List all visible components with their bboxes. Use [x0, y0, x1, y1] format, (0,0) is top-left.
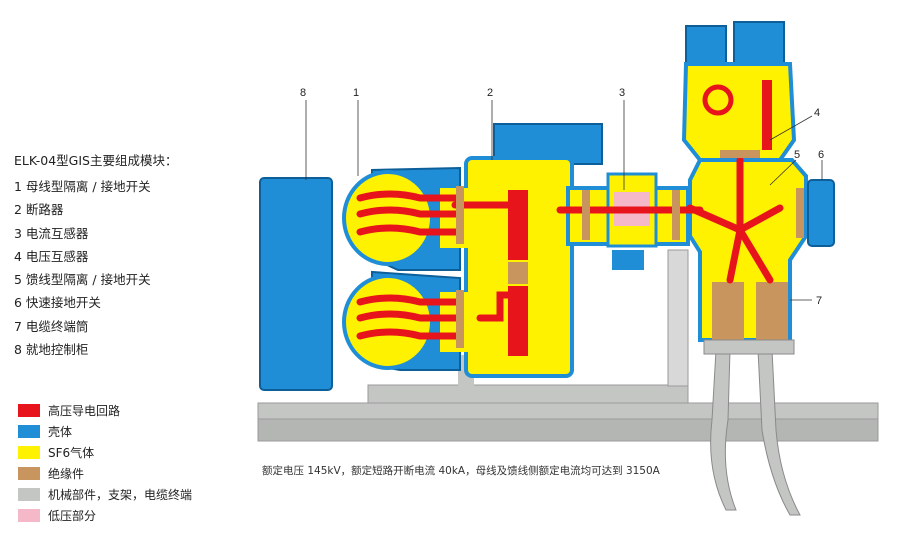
legend-swatch — [18, 488, 40, 501]
legend-item: 壳体 — [18, 421, 192, 442]
cable-box-base — [703, 339, 795, 355]
fast-earth-switch — [807, 179, 835, 247]
module-item: 4 电压互感器 — [14, 248, 89, 264]
base-plinth — [257, 418, 879, 442]
module-item: 5 馈线型隔离 / 接地开关 — [14, 272, 151, 288]
legend-label: 机械部件，支架，电缆终端 — [48, 488, 193, 502]
cable-right — [757, 349, 801, 516]
callout-6: 6 — [818, 149, 824, 161]
modules-title: ELK-04型GIS主要组成模块： — [14, 153, 178, 168]
callout-1: 1 — [353, 87, 359, 99]
callout-numbers: 8 1 2 3 4 5 6 7 — [300, 87, 824, 307]
legend-swatch — [18, 404, 40, 417]
control-cabinet — [259, 177, 333, 391]
legend-label: 高压导电回路 — [48, 404, 121, 418]
legend-swatch — [18, 467, 40, 480]
callout-8: 8 — [300, 87, 306, 99]
legend-item: 低压部分 — [18, 505, 192, 526]
support-leg-right — [667, 249, 689, 387]
legend-label: 绝缘件 — [48, 467, 85, 481]
breaker-insulator — [508, 262, 528, 284]
callout-4: 4 — [814, 107, 820, 119]
vt-drive-box-right — [733, 21, 785, 69]
leader-lines — [305, 100, 823, 301]
busbar-chamber-upper — [342, 170, 434, 266]
support-frame — [367, 384, 689, 404]
legend-label: 壳体 — [48, 425, 73, 439]
vt-drive-box-left — [685, 25, 727, 67]
module-item: 8 就地控制柜 — [14, 342, 89, 358]
legend-label: SF6气体 — [48, 446, 95, 460]
insulators — [456, 150, 804, 348]
legend-item: 机械部件，支架，电缆终端 — [18, 484, 192, 505]
legend-item: SF6气体 — [18, 442, 192, 463]
callout-7: 7 — [816, 295, 822, 307]
cable-sealing-end-left — [712, 282, 744, 342]
module-item: 1 母线型隔离 / 接地开关 — [14, 179, 151, 194]
breaker-interrupter-lower — [508, 286, 528, 356]
module-list: 1 母线型隔离 / 接地开关 2 断路器 3 电流互感器 4 电压互感器 5 馈… — [14, 175, 151, 361]
vt-tank — [681, 62, 797, 162]
module-item: 6 快速接地开关 — [14, 295, 101, 311]
ct-flange-bottom — [612, 250, 644, 270]
callout-5: 5 — [794, 149, 800, 161]
legend-swatch — [18, 446, 40, 459]
legend-item: 绝缘件 — [18, 463, 192, 484]
module-item: 2 断路器 — [14, 202, 64, 218]
legend-label: 低压部分 — [48, 509, 97, 523]
base-rail — [257, 402, 879, 420]
callout-3: 3 — [619, 87, 625, 99]
legend-swatch — [18, 425, 40, 438]
rating-text: 额定电压 145kV，额定短路开断电流 40kA，母线及馈线侧额定电流均可达到 … — [262, 465, 660, 477]
cable-sealing-end-right — [756, 282, 788, 342]
module-item: 7 电缆终端筒 — [14, 318, 89, 334]
module-item: 3 电流互感器 — [14, 225, 89, 241]
legend-swatch — [18, 509, 40, 522]
color-legend: 高压导电回路 壳体 SF6气体 绝缘件 机械部件，支架，电缆终端 低压部分 — [18, 400, 192, 526]
callout-2: 2 — [487, 87, 493, 99]
cable-left — [710, 349, 737, 511]
busbar-chamber-lower — [342, 274, 434, 370]
vt-conductor — [762, 80, 772, 150]
vt-coil — [702, 84, 734, 116]
legend-item: 高压导电回路 — [18, 400, 192, 421]
breaker-interrupter-upper — [508, 190, 528, 260]
